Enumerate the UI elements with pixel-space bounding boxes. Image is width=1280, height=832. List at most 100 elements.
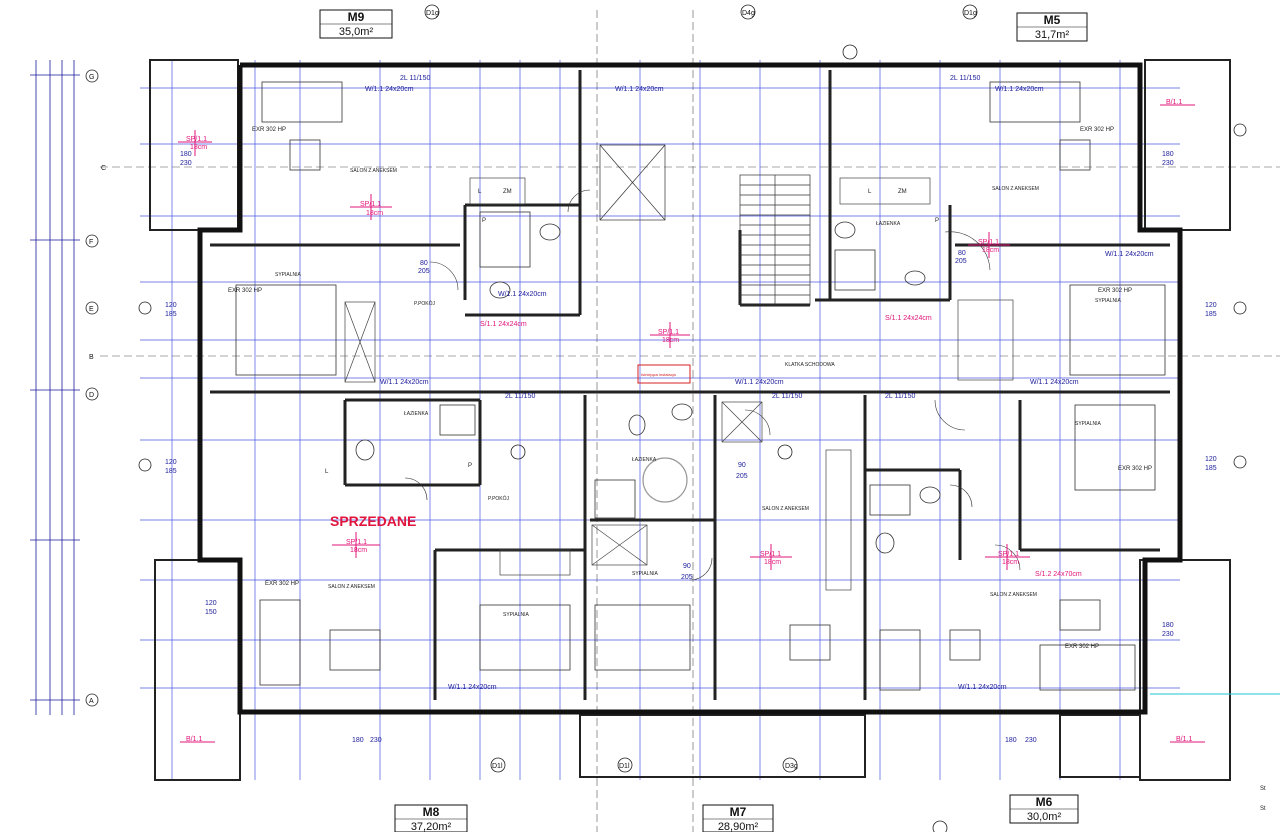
svg-text:230: 230: [1025, 737, 1037, 744]
svg-text:W/1.1 24x20cm: W/1.1 24x20cm: [1030, 379, 1079, 386]
svg-text:180: 180: [1162, 151, 1174, 158]
svg-text:D3g: D3g: [785, 763, 798, 770]
svg-text:90: 90: [738, 462, 746, 469]
svg-text:ZM: ZM: [503, 189, 512, 195]
svg-text:150: 150: [205, 609, 217, 616]
svg-text:P: P: [468, 463, 472, 469]
apartment-area: 28,90m²: [718, 821, 759, 832]
svg-text:18cm: 18cm: [190, 144, 207, 151]
room-label-pokoj-1: P.POKÓJ: [414, 300, 436, 307]
svg-text:SP/1.1: SP/1.1: [978, 239, 999, 246]
room-label-klatka: KLATKA SCHODOWA: [785, 362, 835, 368]
svg-text:D1g: D1g: [426, 10, 439, 17]
svg-text:St: St: [1260, 806, 1266, 812]
svg-text:2L 11/150: 2L 11/150: [772, 393, 802, 400]
svg-text:230: 230: [370, 737, 382, 744]
room-label-salon-m7: SALON Z ANEKSEM: [762, 506, 809, 512]
svg-text:L: L: [478, 189, 482, 195]
svg-text:185: 185: [165, 311, 177, 318]
svg-text:E: E: [89, 306, 94, 313]
svg-text:W/1.1 24x20cm: W/1.1 24x20cm: [365, 86, 414, 93]
svg-text:EXR 302 HP: EXR 302 HP: [1080, 127, 1114, 133]
grid-letters: G F E B D C A: [89, 74, 106, 705]
svg-text:80: 80: [958, 250, 966, 257]
room-label-salon-m6: SALON Z ANEKSEM: [990, 592, 1037, 598]
svg-text:S/1.2 24x70cm: S/1.2 24x70cm: [1035, 571, 1082, 578]
svg-text:230: 230: [1162, 631, 1174, 638]
svg-text:120: 120: [1205, 456, 1217, 463]
svg-text:SP/1.1: SP/1.1: [346, 539, 367, 546]
svg-text:W/1.1 24x20cm: W/1.1 24x20cm: [498, 291, 547, 298]
svg-text:EXR 302 HP: EXR 302 HP: [1065, 644, 1099, 650]
svg-text:L: L: [868, 189, 872, 195]
room-label-sypialnia-2: SYPIALNIA: [1095, 298, 1122, 304]
svg-text:D1l: D1l: [619, 763, 630, 770]
room-label-lazienka-3: ŁAZIENKA: [876, 221, 901, 227]
door-swings: [404, 189, 1021, 581]
room-label-sypialnia-1: SYPIALNIA: [275, 272, 302, 278]
apartment-box-m5: M5 31,7m²: [1016, 12, 1088, 42]
apartment-code: M8: [423, 805, 440, 819]
svg-text:EXR 302 HP: EXR 302 HP: [1118, 466, 1152, 472]
svg-text:W/1.1 24x20cm: W/1.1 24x20cm: [615, 86, 664, 93]
svg-text:D1g: D1g: [964, 10, 977, 17]
svg-text:230: 230: [180, 160, 192, 167]
svg-text:2L 11/150: 2L 11/150: [950, 75, 980, 82]
apartment-area: 35,0m²: [339, 26, 374, 38]
room-label-salon-m5: SALON Z ANEKSEM: [992, 186, 1039, 192]
apartment-box-m9: M9 35,0m²: [319, 9, 393, 39]
red-note-box: [637, 364, 691, 384]
svg-text:SP/1.1: SP/1.1: [998, 551, 1019, 558]
svg-text:205: 205: [736, 473, 748, 480]
svg-text:W/1.1 24x20cm: W/1.1 24x20cm: [1105, 251, 1154, 258]
svg-text:18cm: 18cm: [366, 210, 383, 217]
svg-text:C: C: [101, 165, 106, 172]
staircase: [599, 144, 811, 306]
svg-text:18cm: 18cm: [982, 247, 999, 254]
room-label-sypialnia-3: SYPIALNIA: [503, 612, 530, 618]
room-label-salon-m8: SALON Z ANEKSEM: [328, 584, 375, 590]
svg-text:SP/1.1: SP/1.1: [186, 136, 207, 143]
grid-axes: [100, 10, 1280, 832]
grid-numbers: D1g D4g D1g D3g D1l D1l: [426, 10, 977, 770]
blue-dimension-lines: [140, 60, 1180, 780]
utility-boxes: [344, 177, 1014, 591]
furniture: [235, 81, 1166, 691]
outer-walls: [197, 62, 1183, 715]
svg-text:18cm: 18cm: [662, 337, 679, 344]
svg-text:180: 180: [1162, 622, 1174, 629]
balconies: [149, 59, 1231, 781]
svg-text:L: L: [325, 469, 329, 475]
svg-text:185: 185: [1205, 465, 1217, 472]
svg-text:D4g: D4g: [742, 10, 755, 17]
svg-text:W/1.1 24x20cm: W/1.1 24x20cm: [958, 684, 1007, 691]
room-label-pokoj-2: P.POKÓJ: [488, 495, 510, 502]
svg-text:B: B: [89, 354, 94, 361]
svg-text:2L 11/150: 2L 11/150: [400, 75, 430, 82]
svg-text:120: 120: [165, 459, 177, 466]
svg-text:180: 180: [1005, 737, 1017, 744]
apartment-code: M5: [1044, 13, 1061, 27]
svg-text:180: 180: [180, 151, 192, 158]
apartment-box-m6: M6 30,0m²: [1009, 794, 1079, 824]
room-label-lazienka-1: ŁAZIENKA: [404, 411, 429, 417]
svg-text:S/1.1 24x24cm: S/1.1 24x24cm: [480, 321, 527, 328]
pink-direction-arrows: [178, 104, 1205, 743]
svg-text:90: 90: [683, 563, 691, 570]
svg-text:120: 120: [1205, 302, 1217, 309]
svg-text:EXR 302 HP: EXR 302 HP: [265, 581, 299, 587]
svg-text:S/1.1 24x24cm: S/1.1 24x24cm: [885, 315, 932, 322]
svg-text:B/1.1: B/1.1: [1166, 99, 1182, 106]
svg-text:F: F: [89, 239, 93, 246]
svg-text:205: 205: [955, 258, 967, 265]
svg-text:120: 120: [165, 302, 177, 309]
svg-text:G: G: [89, 74, 94, 81]
apartment-box-m8: M8 37,20m²: [394, 804, 468, 832]
svg-text:A: A: [89, 698, 94, 705]
svg-text:18cm: 18cm: [764, 559, 781, 566]
room-label-lazienka-2: ŁAZIENKA: [632, 457, 657, 463]
apartment-area: 37,20m²: [411, 821, 452, 832]
bathroom-fixtures: [355, 211, 941, 554]
marker-labels: W/1.1 24x20cm W/1.1 24x20cm W/1.1 24x20c…: [165, 75, 1266, 812]
svg-text:EXR 302 HP: EXR 302 HP: [1098, 288, 1132, 294]
